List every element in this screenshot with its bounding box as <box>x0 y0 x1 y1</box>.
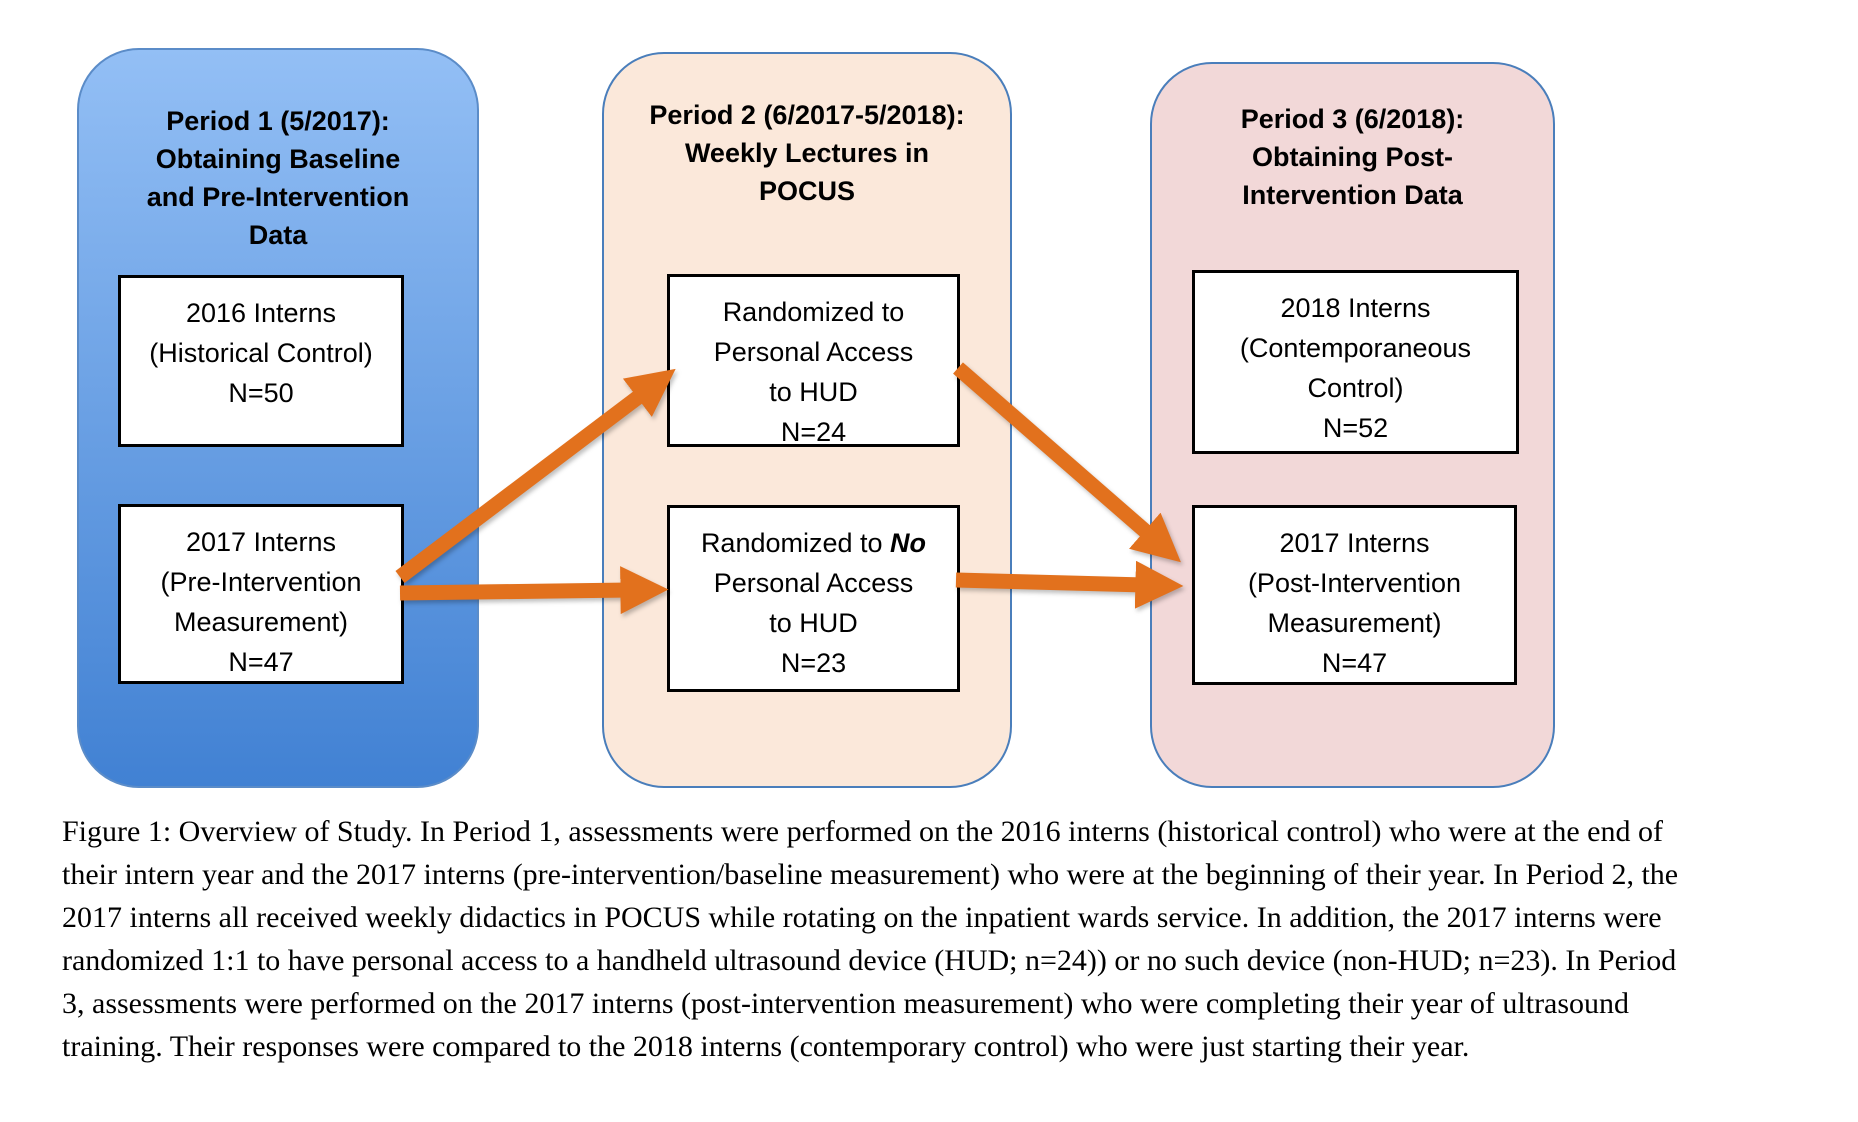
title-line: Intervention Data <box>1242 180 1463 210</box>
panel-period-1: Period 1 (5/2017): Obtaining Baseline an… <box>77 48 479 788</box>
node-line: Personal Access <box>713 568 914 598</box>
node-line: Personal Access <box>713 337 914 367</box>
caption-line: their intern year and the 2017 interns (… <box>62 858 1679 891</box>
caption-line: Figure 1: Overview of Study. In Period 1… <box>62 815 1663 848</box>
node-line: 2018 Interns <box>1280 293 1431 323</box>
title-line: Weekly Lectures in <box>684 138 930 168</box>
node-line: Randomized to <box>722 297 905 327</box>
node-line: N=47 <box>228 647 294 677</box>
node-line: to HUD <box>769 608 858 638</box>
emphasis-no: No <box>890 528 927 558</box>
node-2016-interns: 2016 Interns (Historical Control) N=50 <box>118 275 404 447</box>
title-line: Period 3 (6/2018): <box>1240 104 1465 134</box>
node-line: Measurement) <box>1267 608 1442 638</box>
node-randomized-hud: Randomized to Personal Access to HUD N=2… <box>667 274 960 447</box>
node-line: N=52 <box>1322 413 1389 443</box>
node-line: N=24 <box>780 417 847 447</box>
node-line: Randomized to No <box>700 528 927 558</box>
panel-period-1-title: Period 1 (5/2017): Obtaining Baseline an… <box>79 50 477 254</box>
title-line: Obtaining Post- <box>1252 142 1453 172</box>
node-line: 2017 Interns <box>1279 528 1430 558</box>
node-line: N=47 <box>1321 648 1388 678</box>
node-line: (Contemporaneous <box>1239 333 1472 363</box>
caption-line: 2017 interns all received weekly didacti… <box>62 901 1662 934</box>
node-2017-interns-post: 2017 Interns (Post-Intervention Measurem… <box>1192 505 1517 685</box>
node-line: N=23 <box>780 648 847 678</box>
node-line: 2016 Interns <box>185 298 337 328</box>
figure-caption: Figure 1: Overview of Study. In Period 1… <box>62 810 1830 1068</box>
caption-line: 3, assessments were performed on the 201… <box>62 987 1630 1020</box>
title-line: Obtaining Baseline <box>155 144 401 174</box>
node-2018-interns: 2018 Interns (Contemporaneous Control) N… <box>1192 270 1519 454</box>
node-line: (Pre-Intervention <box>160 567 362 597</box>
node-line: (Post-Intervention <box>1247 568 1462 598</box>
panel-period-2: Period 2 (6/2017-5/2018): Weekly Lecture… <box>602 52 1012 788</box>
panel-period-2-title: Period 2 (6/2017-5/2018): Weekly Lecture… <box>604 54 1010 210</box>
node-line: N=50 <box>228 378 294 408</box>
node-line: to HUD <box>769 377 858 407</box>
caption-line: randomized 1:1 to have personal access t… <box>62 944 1677 977</box>
title-line: Period 1 (5/2017): <box>166 106 390 136</box>
node-line: Control) <box>1307 373 1404 403</box>
panel-period-3-title: Period 3 (6/2018): Obtaining Post- Inter… <box>1152 64 1553 214</box>
node-randomized-no-hud: Randomized to No Personal Access to HUD … <box>667 505 960 692</box>
node-line: (Historical Control) <box>149 338 373 368</box>
panel-period-3: Period 3 (6/2018): Obtaining Post- Inter… <box>1150 62 1555 788</box>
node-2017-interns-pre: 2017 Interns (Pre-Intervention Measureme… <box>118 504 404 684</box>
title-line: Data <box>248 220 308 250</box>
title-line: and Pre-Intervention <box>146 182 410 212</box>
node-line: Measurement) <box>173 607 349 637</box>
title-line: Period 2 (6/2017-5/2018): <box>649 100 965 130</box>
node-line: 2017 Interns <box>185 527 337 557</box>
title-line: POCUS <box>758 176 856 206</box>
caption-line: training. Their responses were compared … <box>62 1030 1470 1063</box>
